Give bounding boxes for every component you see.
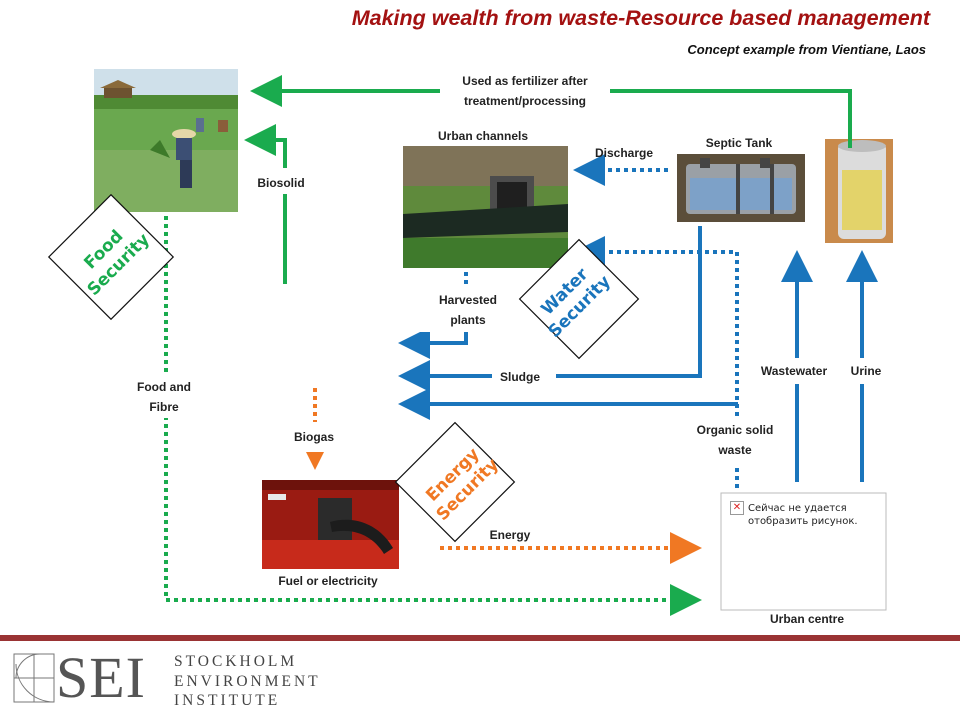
- food-fibre-label-2: Fibre: [149, 400, 179, 414]
- fertilizer-label-2: treatment/processing: [464, 94, 586, 108]
- broken-image-icon: ✕: [730, 501, 744, 515]
- urban-centre-label: Urban centre: [770, 612, 844, 626]
- sei-spiral-logo-icon: [13, 653, 55, 703]
- blue-dotted-lines: [464, 154, 739, 488]
- urine-container-photo: [825, 139, 893, 243]
- sludge-label: Sludge: [500, 370, 540, 384]
- harvested-label-2: plants: [450, 313, 486, 327]
- label-backgrounds: [108, 68, 904, 464]
- urban-centre-placeholder: [720, 492, 887, 611]
- fuel-pump-photo: [262, 480, 399, 569]
- broken-image-message: Сейчас не удается отобразить рисунок.: [748, 502, 878, 528]
- org-name-line-3: INSTITUTE: [174, 692, 281, 709]
- discharge-label: Discharge: [595, 146, 653, 160]
- urban-channel-photo: [403, 146, 568, 268]
- waste-flow-diagram: Used as fertilizer after treatment/proce…: [47, 68, 904, 626]
- biosolid-arrow: [244, 124, 287, 284]
- food-fibre-label-1: Food and: [137, 380, 191, 394]
- septic-tank-photo: [677, 154, 805, 222]
- harvested-label-1: Harvested: [439, 293, 497, 307]
- biosolid-label: Biosolid: [257, 176, 304, 190]
- fertilizer-line-right: [610, 89, 852, 148]
- organic-waste-label-2: waste: [717, 443, 752, 457]
- fuel-label: Fuel or electricity: [278, 574, 378, 588]
- page-title: Making wealth from waste-Resource based …: [351, 6, 930, 30]
- urban-channels-label: Urban channels: [438, 129, 528, 143]
- fertilizer-label-1: Used as fertilizer after: [462, 74, 588, 88]
- organic-waste-dotted-line: [573, 236, 739, 488]
- water-security-badge: Water Security: [518, 238, 640, 360]
- flow-labels: Used as fertilizer after treatment/proce…: [137, 74, 882, 626]
- org-name-line-2: ENVIRONMENT: [174, 672, 321, 690]
- green-flow-lines: [244, 75, 852, 284]
- energy-label: Energy: [490, 528, 531, 542]
- footer-bar: [0, 635, 960, 641]
- page-subtitle: Concept example from Vientiane, Laos: [687, 42, 926, 57]
- biogas-label: Biogas: [294, 430, 334, 444]
- sei-logo-mark: SEI: [56, 645, 146, 710]
- green-dotted-lines: [164, 216, 702, 616]
- food-security-badge: Food Security: [47, 193, 175, 321]
- energy-security-badge: Energy Security: [394, 421, 516, 543]
- org-name-line-1: STOCKHOLM: [174, 653, 298, 670]
- broken-image-line-2: отобразить рисунок.: [748, 516, 858, 527]
- harvested-plants-arrow: [398, 327, 468, 359]
- rice-field-photo: [94, 69, 238, 212]
- septic-tank-label: Septic Tank: [706, 136, 773, 150]
- organic-waste-label-1: Organic solid: [697, 423, 774, 437]
- urine-label: Urine: [851, 364, 882, 378]
- broken-image-line-1: Сейчас не удается: [748, 503, 847, 514]
- organization-name: STOCKHOLM ENVIRONMENT INSTITUTE: [174, 652, 321, 711]
- food-fibre-line: [164, 216, 702, 616]
- wastewater-label: Wastewater: [761, 364, 828, 378]
